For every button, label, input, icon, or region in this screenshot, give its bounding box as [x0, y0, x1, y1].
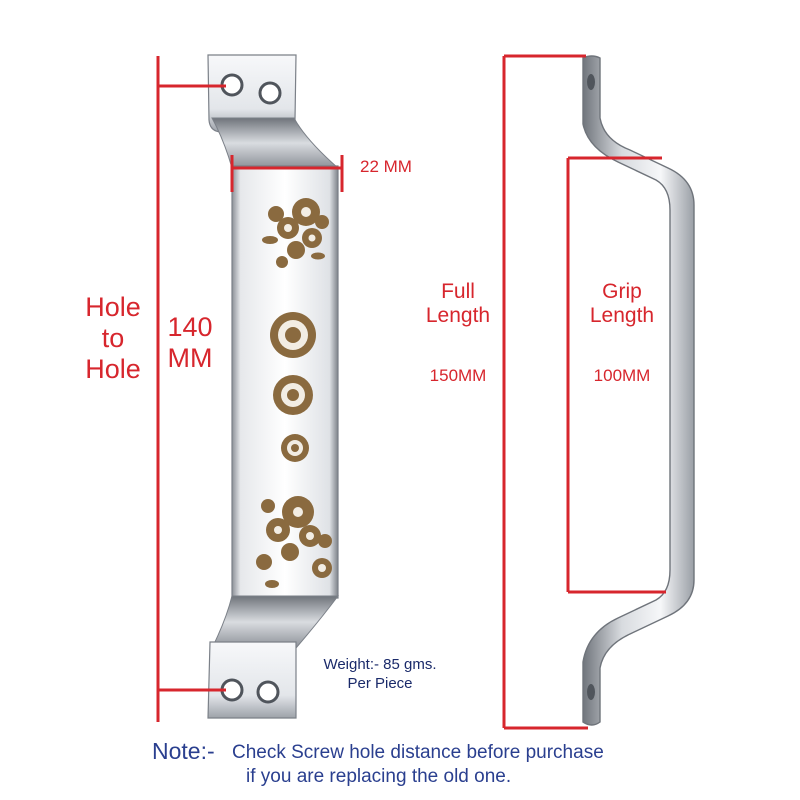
engraving-flower-medium	[273, 375, 313, 415]
width-dimension-label: 22 MM	[360, 157, 412, 176]
side-profile-handle	[582, 55, 695, 726]
full-length-label-line2: Length	[425, 304, 491, 328]
side-profile-body	[582, 55, 695, 726]
note-line-2: if you are replacing the old one.	[246, 766, 512, 787]
screw-hole-bottom-right	[256, 680, 280, 704]
grip-length-label: Grip Length	[574, 280, 670, 328]
side-screw-top	[587, 74, 595, 90]
hole-to-hole-label-line1: Hole	[85, 292, 141, 322]
hole-to-hole-label-line2: to	[101, 323, 125, 354]
full-length-value: 150MM	[429, 366, 487, 385]
per-piece-line: Per Piece	[347, 674, 413, 692]
grip-length-label-line1: Grip	[602, 280, 642, 303]
weight-line: Weight:- 85 gms.	[323, 656, 437, 673]
hole-to-hole-value-number: 140	[167, 312, 213, 342]
dimension-lines	[156, 54, 666, 730]
bottom-bend	[211, 595, 340, 649]
screw-hole-top-right	[258, 81, 282, 105]
engraving-flower-large	[270, 312, 316, 358]
front-handle	[207, 54, 340, 719]
engraving-top-cluster	[262, 198, 329, 268]
note-heading: Note:-	[152, 738, 215, 764]
grip-length-value: 100MM	[593, 366, 651, 385]
hole-to-hole-label-line3: Hole	[85, 354, 141, 385]
hole-to-hole-label: Hole to Hole	[72, 292, 154, 385]
side-screw-bottom	[587, 684, 595, 700]
grip-length-label-line2: Length	[589, 304, 655, 328]
hole-to-hole-value: 140 MM	[160, 312, 220, 374]
full-length-label: Full Length	[410, 280, 506, 328]
full-length-label-line1: Full	[441, 280, 475, 303]
weight-info: Weight:- 85 gms. Per Piece	[305, 656, 455, 694]
note-line-1: Check Screw hole distance before purchas…	[232, 742, 604, 763]
engraving-flower-small	[281, 434, 309, 462]
bottom-mount-plate	[207, 641, 297, 719]
hole-to-hole-value-unit: MM	[167, 343, 213, 374]
